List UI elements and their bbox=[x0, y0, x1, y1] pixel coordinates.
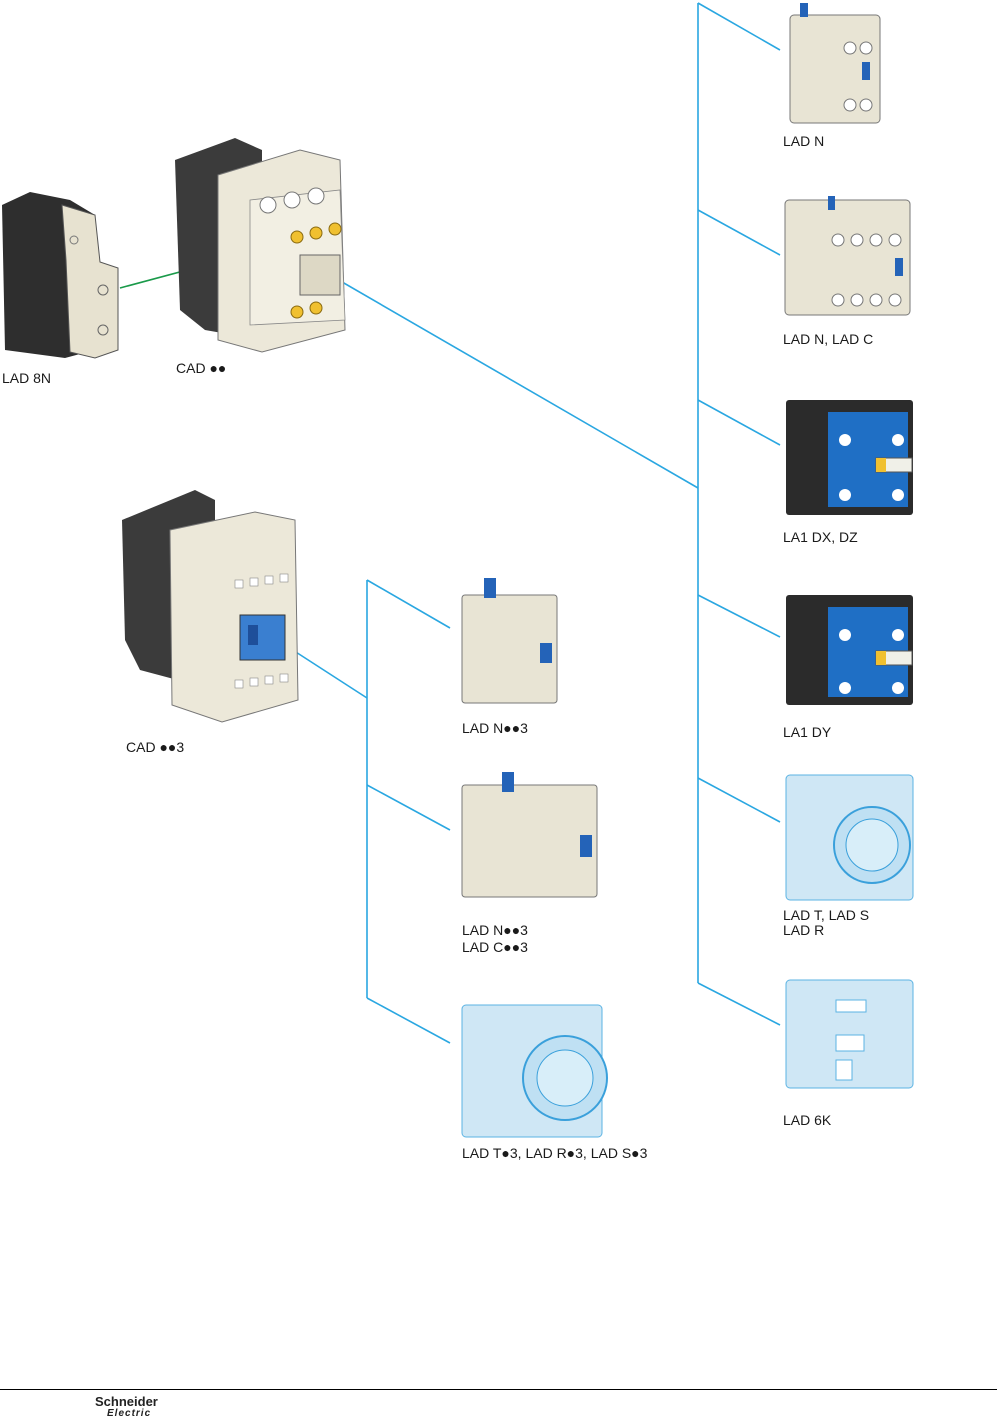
label-lad-n: LAD N bbox=[783, 133, 825, 149]
lad-n3-module bbox=[461, 578, 558, 704]
la1-dx-dz-module bbox=[786, 400, 913, 515]
lad-n-lad-c-module bbox=[784, 196, 911, 316]
label-lad-r: LAD R bbox=[783, 922, 825, 938]
la1-dy-module bbox=[786, 595, 913, 705]
branch-lad-n bbox=[697, 2, 781, 51]
brand-line-2: Electric bbox=[107, 1408, 152, 1419]
lad-t-lad-s-timer bbox=[785, 774, 914, 901]
branch-lad-t bbox=[697, 777, 781, 823]
branch-lad-n-lad-c bbox=[697, 209, 781, 256]
label-lad-t-lad-s: LAD T, LAD S bbox=[783, 907, 870, 923]
label-lad-t3: LAD T●3, LAD R●3, LAD S●3 bbox=[462, 1145, 648, 1161]
branch-la1-dx bbox=[697, 399, 781, 446]
schneider-electric-logo: Schneider Electric bbox=[95, 1394, 158, 1420]
brand-line-1: Schneider bbox=[95, 1394, 158, 1409]
lad-6k-module bbox=[785, 979, 914, 1089]
label-lad-n3: LAD N●●3 bbox=[462, 720, 528, 736]
label-lad-c3: LAD C●●3 bbox=[462, 939, 528, 955]
lad-n3-lad-c3-module bbox=[461, 772, 598, 898]
label-la1-dx-dz: LA1 DX, DZ bbox=[783, 529, 858, 545]
branch-lad-t3 bbox=[366, 997, 451, 1044]
connector-lines bbox=[284, 2, 781, 1044]
lad-8n-module bbox=[2, 192, 119, 359]
link-cad3-to-trunk bbox=[284, 644, 368, 699]
branch-lad-n3-c3 bbox=[366, 784, 451, 831]
footer-rule bbox=[0, 1389, 997, 1390]
link-cad-to-trunk bbox=[329, 274, 699, 489]
label-lad-8n: LAD 8N bbox=[2, 370, 52, 386]
label-cad3: CAD ●●3 bbox=[126, 739, 185, 755]
lad-n-module bbox=[789, 3, 881, 124]
branch-la1-dy bbox=[697, 594, 781, 638]
label-cad: CAD ●● bbox=[176, 360, 227, 376]
branch-lad-n3 bbox=[366, 579, 451, 629]
label-lad-n3-second: LAD N●●3 bbox=[462, 922, 528, 938]
cad3-contactor bbox=[122, 490, 299, 723]
cad-contactor bbox=[175, 138, 346, 353]
label-lad-n-lad-c: LAD N, LAD C bbox=[783, 331, 874, 347]
branch-lad-6k bbox=[697, 982, 781, 1026]
label-lad-6k: LAD 6K bbox=[783, 1112, 832, 1128]
label-la1-dy: LA1 DY bbox=[783, 724, 832, 740]
lad-t3-timer bbox=[461, 1004, 608, 1138]
